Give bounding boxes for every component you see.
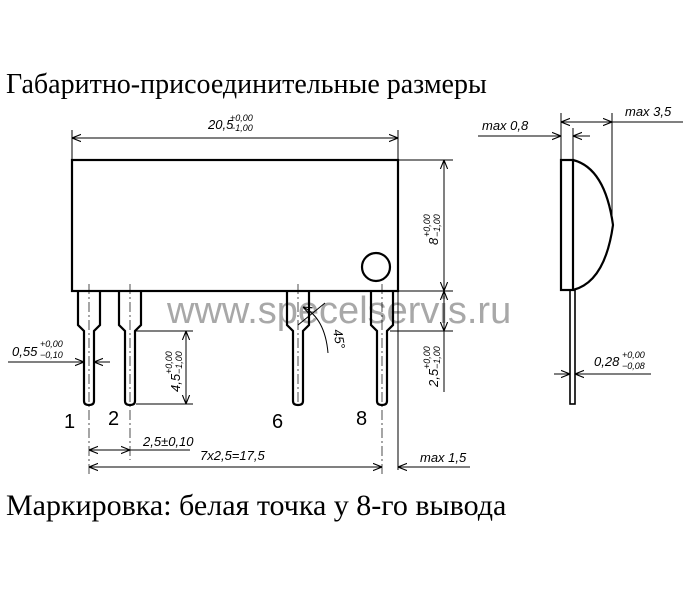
watermark: www.specelservis.ru [166,290,511,332]
svg-text:0,55: 0,55 [12,344,38,359]
dimension-offset: max 1,5 [398,450,470,467]
marking-dot [360,251,392,283]
svg-text:−0,10: −0,10 [40,350,63,360]
svg-text:2,5: 2,5 [426,368,441,388]
dimension-side-depth: max 3,5 [561,104,683,222]
svg-text:45°: 45° [330,328,348,350]
pin-label-2: 2 [108,408,119,430]
svg-text:2,5±0,10: 2,5±0,10 [142,434,194,449]
svg-text:−1,00: −1,00 [174,351,184,374]
dimension-pin-shoulder: 2,5 +0,00 −1,00 [422,346,442,388]
dimension-length: 20,5 +0,00 −1,00 [71,113,399,470]
pin-6 [285,284,311,407]
svg-text:max 3,5: max 3,5 [625,104,672,119]
pin-1 [76,284,102,475]
svg-text:+0,00: +0,00 [164,351,174,374]
component-body-front [70,158,400,293]
dimension-pitch: 2,5±0,10 [89,434,194,450]
svg-text:20,5: 20,5 [207,117,234,132]
pin-label-6: 6 [272,411,283,433]
pin-label-1: 1 [64,411,75,433]
svg-text:+0,00: +0,00 [622,350,645,360]
svg-text:7x2,5=17,5: 7x2,5=17,5 [200,448,265,463]
component-body-side [559,158,615,405]
dimension-pin-thickness: 0,28 +0,00 −0,08 [554,350,651,374]
pins [76,284,395,475]
svg-text:−1,00: −1,00 [432,346,442,369]
dimension-height: 8 +0,00 −1,00 2,5 +0,00 −1,00 [390,159,453,392]
marking-caption: Маркировка: белая точка у 8-го вывода [6,489,506,522]
svg-text:+0,00: +0,00 [422,346,432,369]
dimension-pin-width: 0,55 +0,00 −0,10 [8,339,110,362]
dimension-pin-length: 4,5 +0,00 −1,00 [136,330,193,405]
pin-label-8: 8 [356,408,367,430]
pin-2 [117,284,143,460]
dimension-angle: 45° [297,302,348,354]
pin-8 [369,284,395,475]
svg-text:−1,00: −1,00 [432,214,442,237]
svg-text:0,28: 0,28 [594,354,620,369]
dimension-side-thickness: max 0,8 [478,113,590,160]
svg-text:+0,00: +0,00 [422,214,432,237]
svg-text:max 1,5: max 1,5 [420,450,467,465]
dimension-total-pitch: 7x2,5=17,5 [89,448,382,467]
page-title: Габаритно-присоединительные размеры [6,69,487,100]
svg-text:−1,00: −1,00 [230,123,253,133]
svg-text:+0,00: +0,00 [230,113,253,123]
svg-text:4,5: 4,5 [168,373,183,392]
svg-text:+0,00: +0,00 [40,339,63,349]
svg-text:max 0,8: max 0,8 [482,118,529,133]
svg-text:−0,08: −0,08 [622,361,645,371]
svg-text:8: 8 [426,237,441,245]
